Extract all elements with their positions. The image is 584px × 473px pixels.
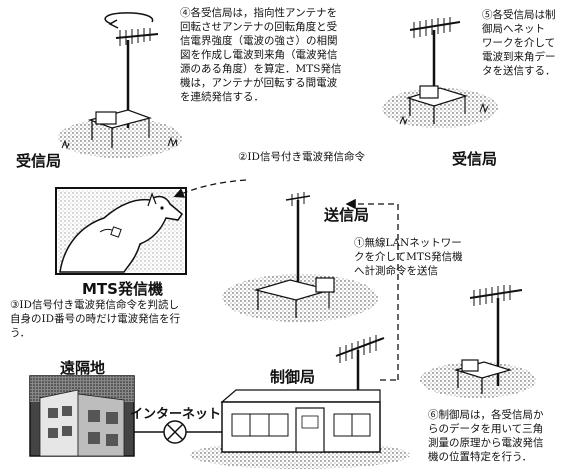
control-station [190,335,410,469]
yagi-antenna-icon [115,33,159,39]
transmitter-station [222,192,378,322]
label-receiver-right: 受信局 [452,150,498,168]
label-remote-site: 遠隔地 [60,359,106,377]
label-mts-transmitter: MTS発信機 [82,280,163,298]
animal-icon [59,195,183,273]
receiver-station-right [382,17,498,128]
label-transmitter-station: 送信局 [324,206,370,224]
receiver-unit-icon [419,85,439,99]
receiver-station-bottom-right [420,285,536,398]
yagi-antenna-icon [335,337,385,357]
door-icon [295,407,325,453]
note-step3: ③ID信号付き電波発信命令を判読し 自身のID番号の時だけ電波発信を行 う． [10,299,181,339]
yagi-antenna-icon [409,21,461,31]
receiver-unit-icon [95,111,117,125]
mts-animal-panel [55,187,187,275]
ground-patch-left [58,118,182,158]
label-internet: インターネット [130,407,222,422]
arrow-lan-command [345,198,399,380]
note-step6: ⑥制御局は，各受信局か らのデータを用いて三角 測量の原理から電波発信 機の位置… [428,409,544,463]
receiver-station-left [58,12,182,158]
label-control-station: 制御局 [270,368,316,386]
receiver-unit-icon [461,359,479,372]
internet-link [134,420,222,444]
note-step2: ②ID信号付き電波発信命令 [238,151,365,163]
note-step5: ⑤各受信局は制 御局へネット ワークを介して 電波到来角デー タを送信する． [482,9,556,77]
arrow-id-command [173,179,247,198]
remote-site-photo [29,375,135,457]
rotation-arrow-icon [104,12,154,25]
label-receiver-left: 受信局 [16,152,62,170]
transmitter-unit-icon [315,277,335,293]
collar-transmitter-icon [110,226,122,238]
note-step1: ①無線LANネットワー クを介してMTS発信機 へ計測命令を送信 [354,237,463,277]
note-step4: ④各受信局は，指向性アンテナを 回転させアンテナの回転角度と受 信電界強度（電波… [180,7,342,103]
yagi-antenna-icon [469,289,523,299]
